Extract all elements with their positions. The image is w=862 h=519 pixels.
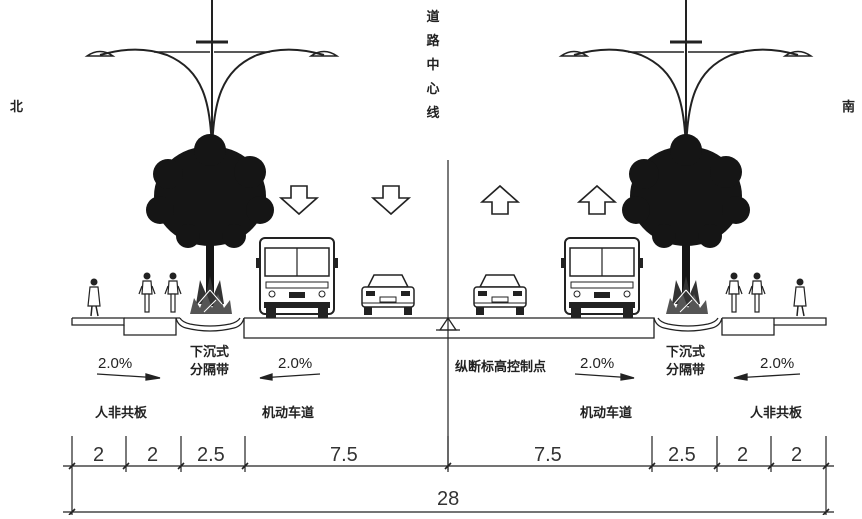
road-profile (71, 317, 827, 339)
arrow-down-icon (372, 185, 410, 215)
dimension-value: 2 (737, 444, 749, 466)
cyclist-icon (164, 271, 182, 313)
north-label: 北 (10, 100, 24, 115)
walkway-label-right: 人非共板 (750, 406, 803, 421)
pedestrian-icon (793, 277, 807, 317)
median-label-left-line1: 下沉式 (190, 345, 230, 360)
dimension-lines (63, 436, 834, 516)
cyclist-icon (748, 271, 766, 313)
dimension-value: 2 (791, 444, 803, 466)
slope-label-right-carriageway: 2.0% (580, 355, 615, 372)
centerline-char: 中 (426, 58, 440, 73)
car-icon (361, 274, 415, 316)
centerline-char: 心 (426, 82, 440, 97)
median-label-left-line2: 分隔带 (190, 363, 230, 378)
cyclist-icon (725, 271, 743, 313)
carriageway-label-right: 机动车道 (580, 406, 633, 421)
total-width-value: 28 (437, 488, 460, 510)
cyclist-icon (138, 271, 156, 313)
median-label-right-line2: 分隔带 (666, 363, 706, 378)
dimension-value: 7.5 (534, 444, 562, 466)
bus-icon (560, 237, 644, 319)
dimension-value: 2.5 (197, 444, 225, 466)
dimension-value: 2.5 (668, 444, 696, 466)
slope-arrows (96, 373, 801, 381)
carriageway-label-left: 机动车道 (262, 406, 315, 421)
median-label-right-line1: 下沉式 (666, 345, 706, 360)
centerline-char: 线 (426, 106, 440, 121)
car-icon (473, 274, 527, 316)
slope-label-left-walkway: 2.0% (98, 355, 133, 372)
tree-icon (145, 133, 275, 315)
dimension-value: 2 (93, 444, 105, 466)
arrow-down-icon (280, 185, 318, 215)
arrow-up-icon (481, 185, 519, 215)
centerline-char: 路 (426, 34, 440, 49)
dimension-value: 7.5 (330, 444, 358, 466)
control-point-label: 纵断标高控制点 (455, 360, 547, 375)
slope-label-right-walkway: 2.0% (760, 355, 795, 372)
bus-icon (255, 237, 339, 319)
centerline-char: 道 (426, 10, 440, 25)
arrow-up-icon (578, 185, 616, 215)
pedestrian-icon (87, 277, 101, 317)
south-label: 南 (842, 100, 856, 115)
slope-label-left-carriageway: 2.0% (278, 355, 313, 372)
centerline-label: 道 路 中 心 线 (426, 6, 440, 126)
walkway-label-left: 人非共板 (95, 406, 148, 421)
dimension-value: 2 (147, 444, 159, 466)
